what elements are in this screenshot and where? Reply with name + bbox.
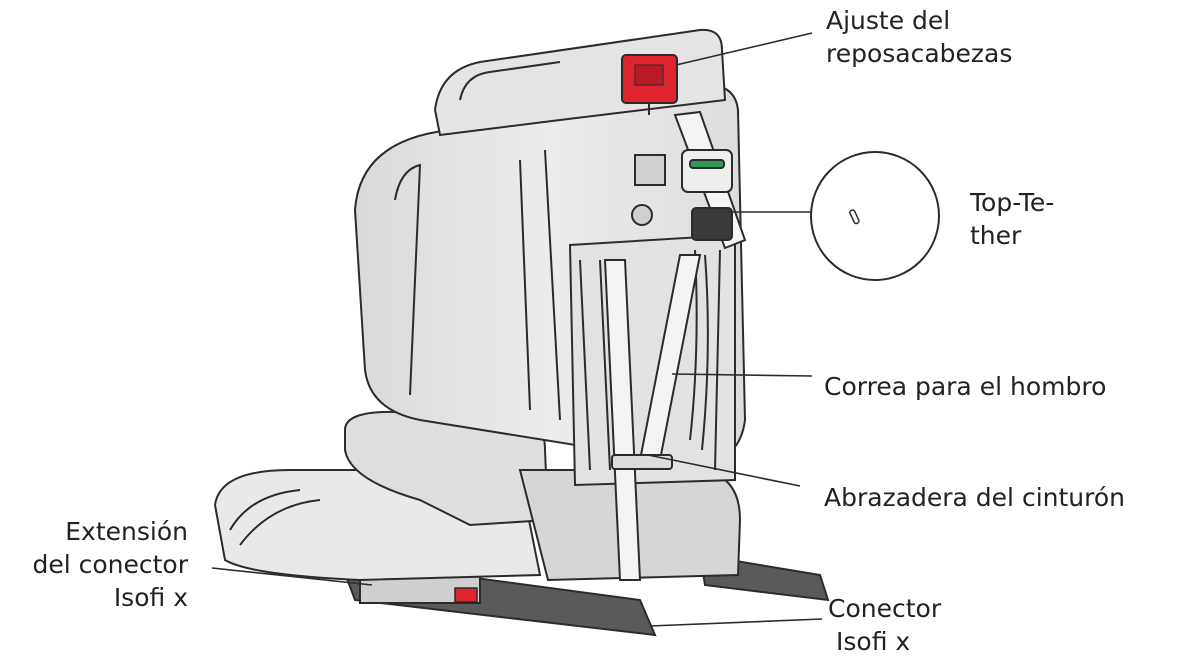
label-connector-ext-line1: Extensión <box>65 517 188 546</box>
tether-green-indicator <box>689 159 725 169</box>
top-tether-clip <box>681 149 733 241</box>
label-shoulder-strap: Correa para el hombro <box>824 370 1106 403</box>
label-shoulder-strap-line1: Correa para el hombro <box>824 372 1107 401</box>
label-connector-line1: Conector <box>828 594 942 623</box>
label-top-tether-line1: Top-Te- <box>970 188 1055 217</box>
leader-connector <box>649 618 823 627</box>
seat-base <box>213 410 742 582</box>
label-headrest-line1: Ajuste del <box>826 6 951 35</box>
top-tether-detail-circle <box>810 151 940 281</box>
label-connector-ext-line2: del conector <box>32 550 188 579</box>
label-connector-ext-line3: Isofi x <box>113 583 188 612</box>
label-connector-line2: Isofi x <box>836 627 911 656</box>
leader-connector-ext <box>211 567 373 586</box>
label-headrest-adjust: Ajuste del reposacabezas <box>826 4 1012 70</box>
leader-headrest <box>675 32 813 66</box>
label-headrest-line2: reposacabezas <box>826 39 1013 68</box>
label-top-tether: Top-Te- ther <box>970 186 1054 252</box>
label-top-tether-line2: ther <box>970 221 1022 250</box>
leader-belt-clamp <box>647 454 801 487</box>
leader-shoulder-strap <box>671 373 813 377</box>
leader-lines <box>211 32 823 627</box>
top-tether-detail-slot <box>849 209 860 225</box>
connector-red-release <box>454 587 478 603</box>
label-belt-clamp: Abrazadera del cinturón <box>824 481 1125 514</box>
label-connector-extension: Extensión del conector Isofi x <box>32 515 188 614</box>
label-belt-clamp-line1: Abrazadera del cinturón <box>824 483 1126 512</box>
label-connector: Conector Isofi x <box>828 592 941 658</box>
belt-clamp <box>611 454 673 470</box>
